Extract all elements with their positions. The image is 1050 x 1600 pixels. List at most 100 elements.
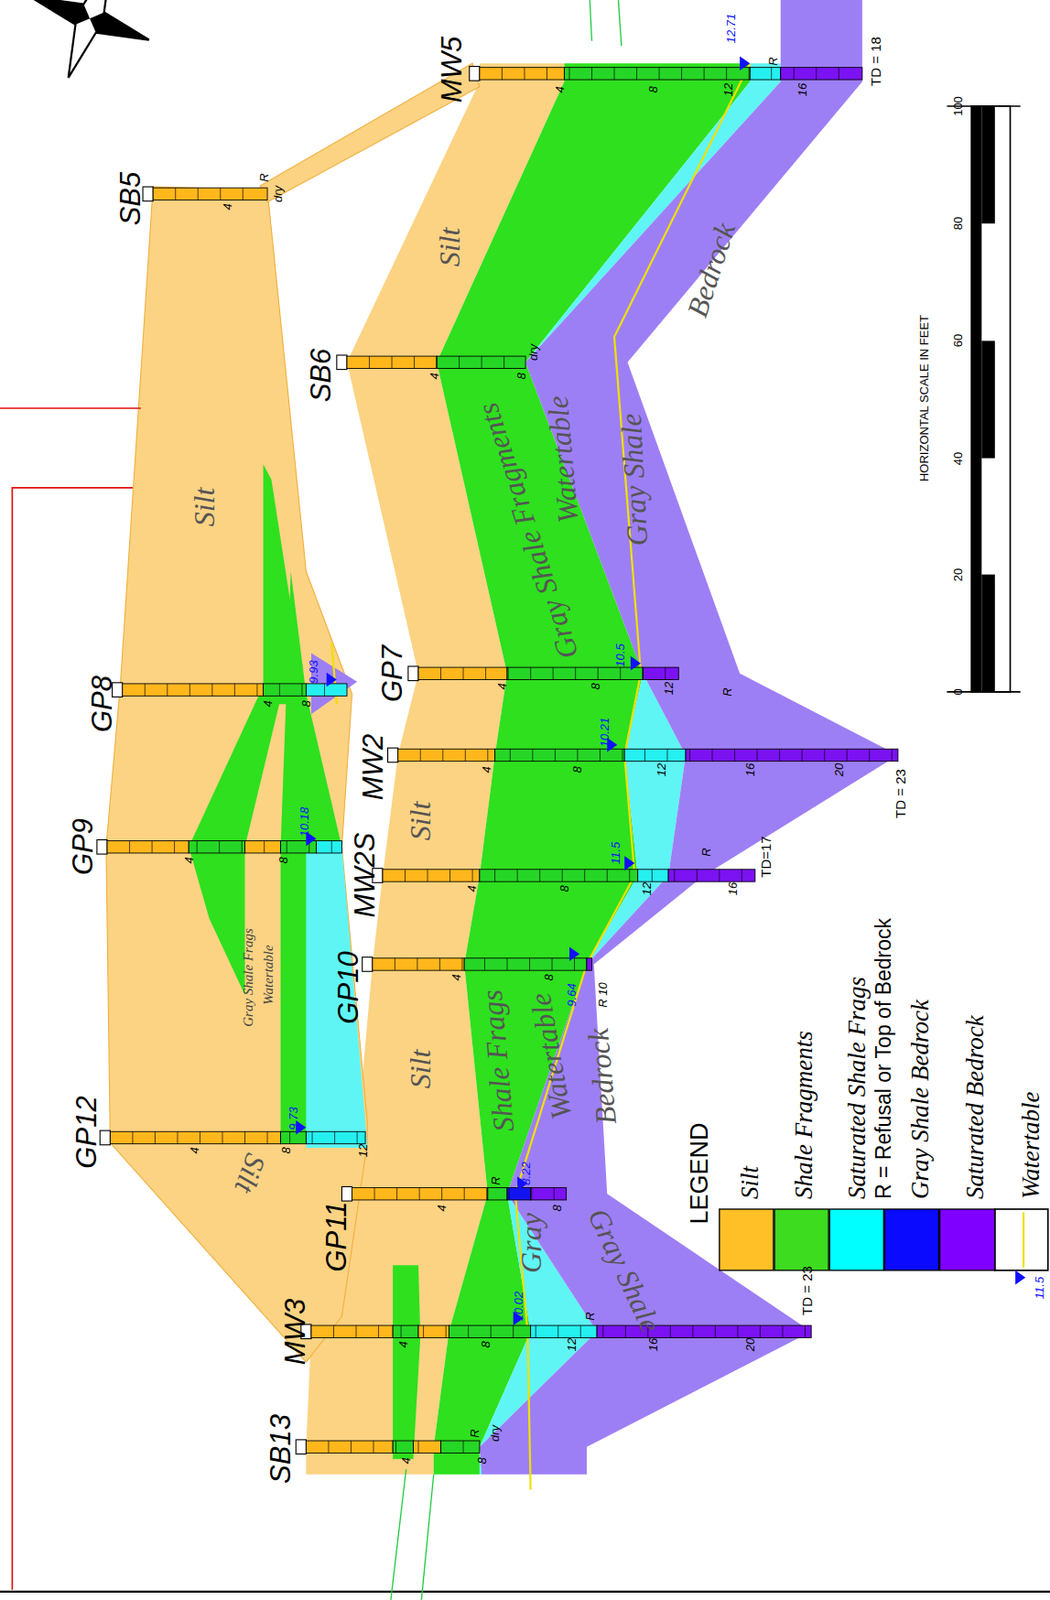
boring-segment xyxy=(372,958,465,971)
boring-segment xyxy=(122,683,264,696)
depth-mark: R xyxy=(583,1311,597,1321)
depth-tick xyxy=(574,667,576,680)
depth-tick xyxy=(642,667,644,680)
depth-tick xyxy=(154,1131,156,1144)
depth-tick xyxy=(529,958,531,971)
depth-tick xyxy=(838,67,840,80)
depth-tick xyxy=(485,667,487,680)
depth-mark: 4 xyxy=(478,766,493,773)
well-name: MW5 xyxy=(435,36,469,103)
depth-mark: 4 xyxy=(495,683,509,691)
total-depth: TD=17 xyxy=(757,836,774,878)
depth-tick xyxy=(350,1440,352,1453)
depth-tick xyxy=(546,67,548,80)
depth-mark: 8 xyxy=(541,974,555,981)
depth-tick xyxy=(394,958,396,971)
depth-mark: 8 xyxy=(549,1204,563,1212)
depth-tick xyxy=(324,683,325,696)
depth-tick xyxy=(472,869,474,882)
border-line xyxy=(0,1591,1050,1593)
depth-tick xyxy=(714,1325,716,1338)
north-arrow xyxy=(89,11,150,40)
boring-segment xyxy=(392,1440,413,1453)
depth-tick xyxy=(625,1325,627,1338)
boring-segment xyxy=(685,748,899,761)
scale-label: 80 xyxy=(950,216,964,230)
depth-tick xyxy=(508,667,509,680)
legend-text: R = Refusal or Top of Bedrock xyxy=(871,918,897,1200)
scale-bar xyxy=(971,106,1010,693)
boring-segment xyxy=(107,841,189,854)
depth-mark: 12 xyxy=(638,882,653,896)
well-cap xyxy=(336,355,347,370)
water-level-marker xyxy=(624,855,635,871)
depth-mark: 12 xyxy=(654,762,669,776)
depth-tick xyxy=(176,1131,178,1144)
depth-tick xyxy=(197,187,199,200)
depth-tick xyxy=(891,748,893,761)
depth-tick xyxy=(357,1131,358,1144)
depth-tick xyxy=(568,67,570,80)
shale-lens xyxy=(188,846,245,996)
well-name: SB5 xyxy=(114,172,148,227)
boring-segment xyxy=(749,67,780,80)
depth-tick xyxy=(374,1188,376,1201)
depth-mark: dry xyxy=(487,1425,501,1442)
depth-mark: 16 xyxy=(725,882,740,896)
well-name: GP11 xyxy=(320,1201,354,1273)
depth-tick xyxy=(580,1325,582,1338)
silt-fill xyxy=(106,186,368,1363)
legend-text: Saturated Shale Frags xyxy=(843,976,872,1200)
legend-text: Gray Shale Bedrock xyxy=(906,999,935,1200)
depth-tick xyxy=(673,869,675,882)
depth-tick xyxy=(442,748,444,761)
scale-bar xyxy=(981,106,995,224)
water-level: 9.93 xyxy=(306,660,321,683)
depth-tick xyxy=(301,683,303,696)
depth-tick xyxy=(241,841,243,854)
depth-tick xyxy=(517,869,519,882)
depth-tick xyxy=(666,748,668,761)
boring-segment xyxy=(479,869,639,882)
depth-tick xyxy=(189,683,191,696)
depth-mark: 8 xyxy=(646,86,661,93)
depth-tick xyxy=(659,67,661,80)
boring-segment xyxy=(642,667,679,680)
well-name: MW2 xyxy=(357,734,390,801)
well-cap xyxy=(295,1439,306,1455)
depth-mark: 4 xyxy=(465,885,479,892)
depth-tick xyxy=(151,841,153,854)
depth-mark: 4 xyxy=(398,1458,412,1465)
site-line xyxy=(0,407,141,410)
shale-lens xyxy=(188,685,284,847)
boring-segment xyxy=(586,958,593,971)
scale-label: 0 xyxy=(950,688,964,695)
depth-tick xyxy=(289,1131,291,1144)
depth-mark: 4 xyxy=(219,204,234,211)
boring-segment xyxy=(109,1131,281,1144)
depth-tick xyxy=(420,748,422,761)
depth-tick xyxy=(458,356,460,369)
depth-tick xyxy=(391,356,393,369)
depth-tick xyxy=(286,841,288,854)
scale-label: 100 xyxy=(950,96,964,117)
water-level-marker xyxy=(739,55,750,71)
depth-tick xyxy=(166,683,168,696)
water-level: 10.02 xyxy=(511,1291,526,1322)
well-name: SB6 xyxy=(304,348,338,403)
depth-mark: R xyxy=(487,1176,502,1185)
water-level-marker xyxy=(1015,1270,1026,1286)
depth-mark: 8 xyxy=(299,700,314,707)
depth-tick xyxy=(372,1440,374,1453)
depth-tick xyxy=(734,748,736,761)
well-name: MW3 xyxy=(279,1298,313,1365)
depth-tick xyxy=(770,67,772,80)
depth-tick xyxy=(219,187,221,200)
depth-tick xyxy=(461,958,463,971)
boring-segment xyxy=(263,683,307,696)
depth-tick xyxy=(395,1440,397,1453)
boring-segment xyxy=(530,1188,567,1201)
well-cap xyxy=(341,1186,352,1202)
depth-mark: 8 xyxy=(569,766,584,773)
